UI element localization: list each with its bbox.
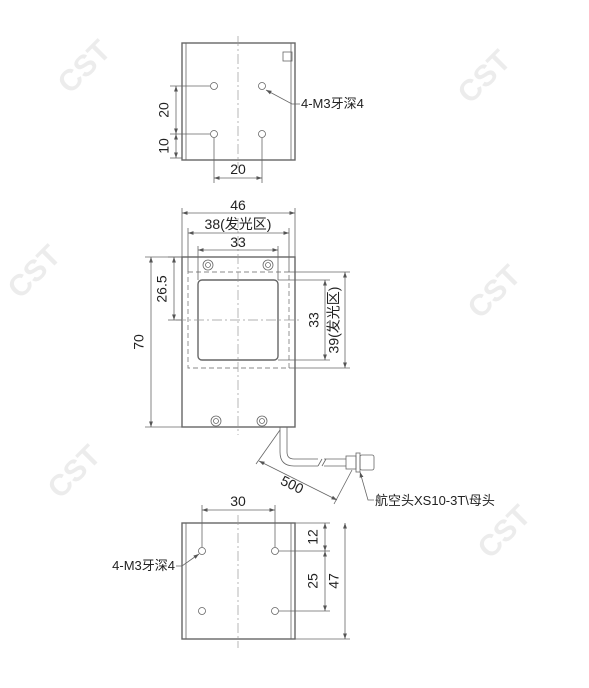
dim-front-33-vertical: 33 [306, 312, 322, 328]
connector-flange [355, 452, 361, 473]
bottom-view-outline [181, 522, 296, 640]
watermark-layer: CST CST CST CST CST CST [2, 34, 538, 565]
watermark-text: CST [2, 239, 68, 305]
connector-body [345, 455, 357, 470]
watermark-text: CST [42, 439, 108, 505]
watermark-text: CST [452, 44, 518, 110]
connector-nut [359, 454, 375, 471]
mount-hole [258, 130, 266, 138]
front-view-outline [181, 256, 296, 428]
watermark-text: CST [472, 499, 538, 565]
dim-top-20-horizontal: 20 [230, 161, 246, 177]
mount-hole [198, 547, 206, 555]
front-screws [202, 259, 274, 427]
dim-cable-500: 500 [278, 472, 306, 497]
top-view-holes [210, 82, 266, 138]
dim-front-38-emit: 38(发光区) [205, 216, 272, 232]
dim-front-70: 70 [131, 334, 147, 350]
watermark-text: CST [52, 34, 118, 100]
mount-hole [258, 82, 266, 90]
dim-front-26-5: 26.5 [154, 275, 170, 302]
mount-hole [198, 607, 206, 615]
bottom-view: 30 12 25 47 4-M3牙深4 [112, 493, 350, 648]
dim-front-46: 46 [230, 197, 246, 213]
connector-label: 航空头XS10-3T\母头 [375, 493, 495, 508]
mount-hole [210, 130, 218, 138]
dim-bottom-25: 25 [305, 573, 321, 589]
mount-hole [271, 607, 279, 615]
top-view-outline [181, 42, 296, 161]
dim-bottom-30: 30 [230, 493, 246, 509]
dim-top-10-vertical: 10 [156, 138, 172, 154]
top-view-notch [282, 51, 293, 62]
bottom-view-holes [198, 547, 279, 615]
watermark-text: CST [462, 259, 528, 325]
dim-bottom-47: 47 [326, 573, 342, 589]
dim-top-20-vertical: 20 [156, 102, 172, 118]
top-view: 20 10 20 4-M3牙深4 [156, 36, 364, 183]
mount-hole [271, 547, 279, 555]
dim-front-39-emit: 39(发光区) [326, 287, 342, 354]
front-view: 46 38(发光区) 33 26.5 70 33 39(发光区) [131, 197, 495, 508]
dim-front-33-horizontal: 33 [230, 234, 246, 250]
mount-hole [210, 82, 218, 90]
bottom-hole-label: 4-M3牙深4 [112, 558, 175, 573]
top-hole-label: 4-M3牙深4 [301, 96, 364, 111]
dim-bottom-12: 12 [305, 529, 321, 545]
cable [279, 427, 375, 473]
